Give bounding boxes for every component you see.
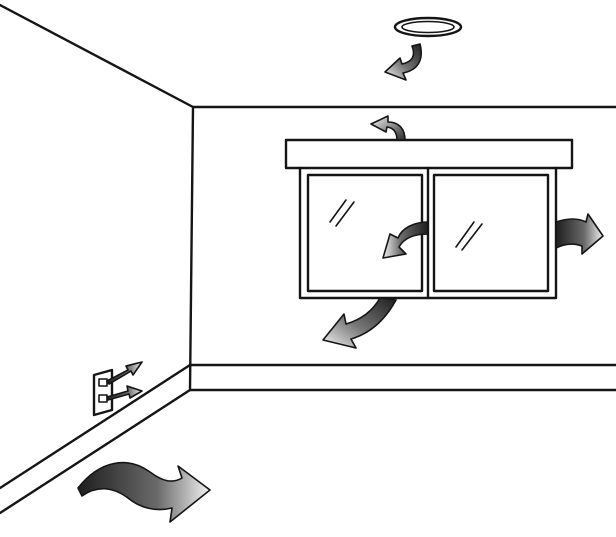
ceiling-light-leak-arrow [384, 43, 422, 81]
outlet-socket-lower [98, 394, 108, 403]
ceiling-light-fixture [393, 16, 463, 38]
baseboard-left-top [0, 363, 192, 490]
window-sill-leak-arrow [322, 297, 397, 349]
window-header-leak-arrow [370, 115, 406, 141]
outlet-lower-leak-arrow [106, 385, 143, 401]
window-glare-marks [329, 199, 483, 251]
floor-left-edge [0, 388, 192, 515]
ceiling-left-edge [0, 3, 195, 109]
air-leak-arrows [77, 43, 604, 523]
baseboard-leak-arrow [77, 461, 211, 523]
window-header [284, 138, 574, 170]
room-corner-line [188, 105, 195, 392]
window-pane-right [432, 173, 550, 293]
room-walls [0, 3, 616, 515]
outlet-socket-upper [98, 378, 108, 387]
ceiling-light-rim [401, 20, 455, 34]
outlet-upper-leak-arrow [106, 361, 143, 385]
window-frame-leak-arrow [555, 213, 604, 255]
window [284, 138, 574, 300]
baseboards [0, 363, 616, 490]
window-center-leak-arrow [382, 221, 429, 259]
ceiling-light [393, 16, 463, 38]
wall-outlet [92, 368, 114, 417]
outlet-plate [92, 368, 114, 417]
